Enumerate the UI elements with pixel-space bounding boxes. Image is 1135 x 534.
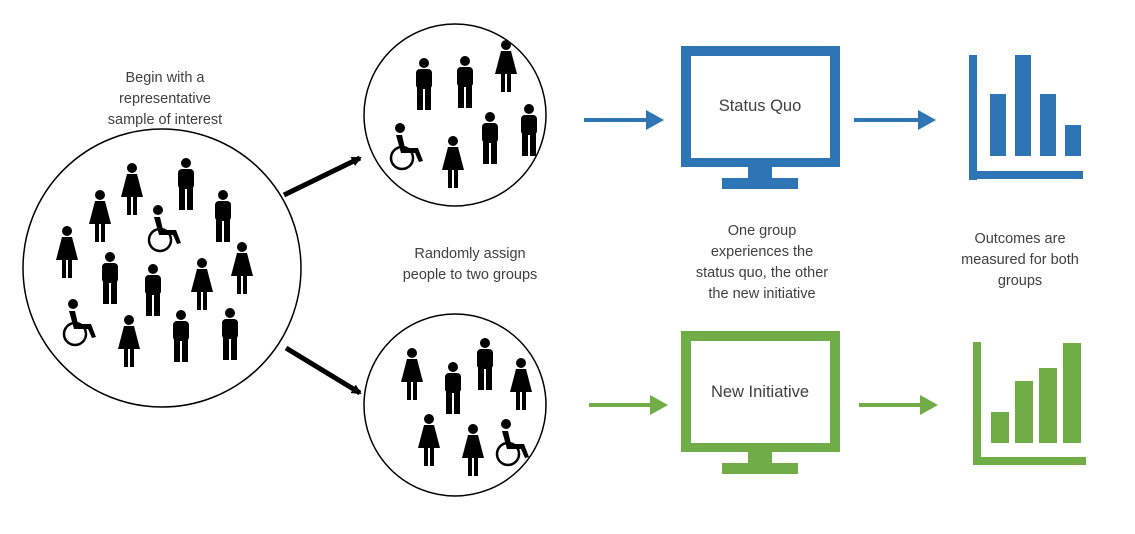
blue-arrows (584, 110, 936, 130)
arrow-to-group-a (282, 155, 362, 198)
bar-chart-icon (973, 342, 1086, 465)
arrow-head (918, 110, 936, 130)
status-quo-label: Status Quo (718, 97, 802, 115)
caption-begin: Begin with a representative sample of in… (107, 70, 223, 128)
caption-assign: Randomly assign people to two groups (402, 246, 538, 283)
arrow-head (920, 395, 938, 415)
arrow-to-group-b (284, 345, 362, 396)
sample-population (22, 128, 302, 408)
caption-experience: One group experiences the status quo, th… (695, 223, 829, 302)
arrow-head (650, 395, 668, 415)
green-arrows (589, 395, 938, 415)
monitor-icon (681, 46, 840, 189)
monitor-icon (681, 331, 840, 474)
new-initiative-label: New Initiative (710, 383, 810, 401)
group-a (363, 23, 547, 207)
group-b (363, 313, 547, 497)
bar-chart-icon (969, 55, 1083, 180)
arrow-head (646, 110, 664, 130)
caption-outcomes: Outcomes are measured for both groups (961, 231, 1079, 289)
